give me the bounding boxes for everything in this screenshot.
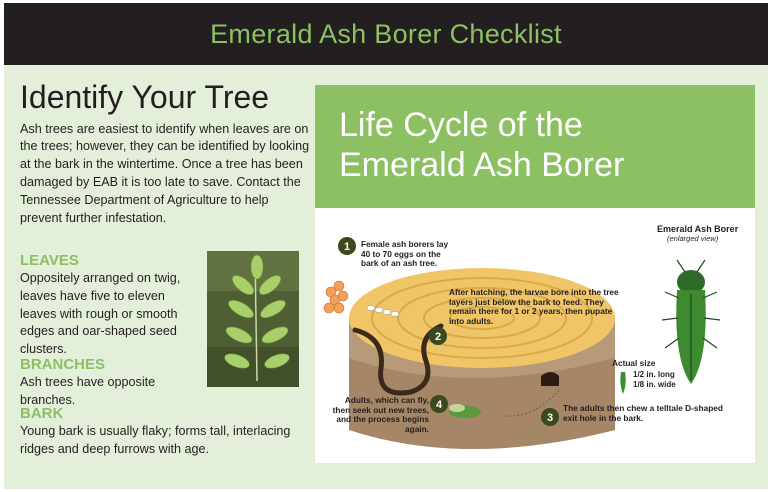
step-1-number: 1 bbox=[344, 241, 350, 253]
step-4-text: Adults, which can fly, then seek out new… bbox=[332, 395, 429, 434]
step-3-number: 3 bbox=[547, 412, 553, 424]
lifecycle-card: Life Cycle of the Emerald Ash Borer bbox=[315, 85, 755, 463]
lifecycle-title-line2: Emerald Ash Borer bbox=[339, 146, 625, 184]
branches-section: BRANCHES Ash trees have opposite branche… bbox=[20, 355, 200, 410]
identify-section: Identify Your Tree Ash trees are easiest… bbox=[20, 79, 310, 227]
emerald-ash-borer-icon bbox=[661, 259, 721, 384]
bark-heading: BARK bbox=[20, 405, 64, 422]
bark-section: BARK Young bark is usually flaky; forms … bbox=[20, 404, 310, 459]
step-4-number: 4 bbox=[436, 399, 443, 411]
beetle-title: Emerald Ash Borer bbox=[657, 224, 739, 234]
lifecycle-title: Life Cycle of the Emerald Ash Borer bbox=[339, 105, 739, 185]
step-1-text: Female ash borers lay 40 to 70 eggs on t… bbox=[361, 239, 449, 269]
tree-stump-illustration: 1 2 3 4 bbox=[323, 237, 721, 449]
identify-intro: Ash trees are easiest to identify when l… bbox=[20, 121, 310, 225]
step-3-text: The adults then chew a telltale D-shaped… bbox=[563, 403, 723, 423]
leaves-heading: LEAVES bbox=[20, 252, 79, 269]
content-panel: Identify Your Tree Ash trees are easiest… bbox=[4, 65, 768, 489]
branches-text: Ash trees have opposite branches. bbox=[20, 375, 156, 407]
header-bar: Emerald Ash Borer Checklist bbox=[4, 3, 768, 65]
size-wide: 1/8 in. wide bbox=[633, 380, 676, 389]
identify-title: Identify Your Tree bbox=[20, 79, 270, 115]
lifecycle-banner: Life Cycle of the Emerald Ash Borer bbox=[315, 85, 755, 208]
leaves-text: Oppositely arranged on twig, leaves have… bbox=[20, 271, 181, 357]
lifecycle-diagram: 1 2 3 4 bbox=[315, 208, 755, 463]
page-title: Emerald Ash Borer Checklist bbox=[210, 18, 562, 49]
leaf-illustration bbox=[207, 251, 299, 387]
step-2-text: After hatching, the larvae bore into the… bbox=[449, 287, 619, 326]
lifecycle-title-line1: Life Cycle of the bbox=[339, 106, 583, 144]
actual-size-beetle-icon bbox=[620, 372, 626, 394]
step-2-number: 2 bbox=[435, 331, 441, 343]
ash-leaf-photo bbox=[207, 251, 299, 387]
actual-size-label: Actual size bbox=[612, 358, 656, 368]
bark-text: Young bark is usually flaky; forms tall,… bbox=[20, 424, 291, 456]
branches-heading: BRANCHES bbox=[20, 356, 106, 373]
leaves-section: LEAVES Oppositely arranged on twig, leav… bbox=[20, 251, 200, 359]
flying-beetle bbox=[449, 404, 481, 418]
size-long: 1/2 in. long bbox=[633, 370, 675, 379]
beetle-subtitle: (enlarged view) bbox=[667, 234, 719, 243]
